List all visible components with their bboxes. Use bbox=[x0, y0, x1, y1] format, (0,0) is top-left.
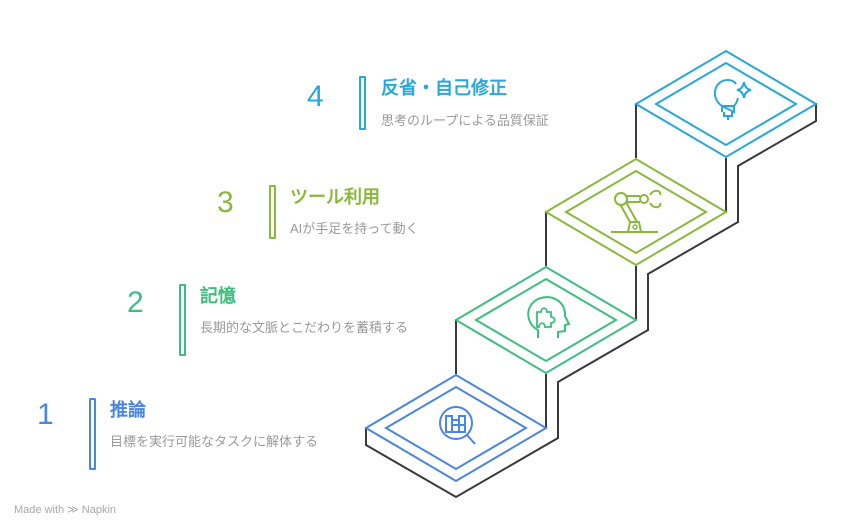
robot-arm-icon bbox=[611, 189, 662, 233]
stair-outline bbox=[365, 103, 817, 499]
magnifier-handle bbox=[466, 434, 476, 445]
step-bar bbox=[359, 76, 366, 130]
step-top-face bbox=[634, 49, 818, 159]
step-1-block bbox=[364, 373, 548, 483]
head-puzzle-icon bbox=[527, 296, 571, 338]
step-inner-face bbox=[384, 385, 528, 471]
step-top-face bbox=[454, 265, 638, 375]
magnifier-circle bbox=[439, 406, 473, 440]
step-inner-face bbox=[474, 277, 618, 363]
arm-upper bbox=[627, 195, 640, 203]
step-description: AIが手足を持って動く bbox=[290, 221, 419, 236]
puzzle-piece bbox=[536, 307, 556, 328]
arm-lower bbox=[619, 201, 638, 223]
arm-wrist bbox=[639, 194, 649, 204]
step-number: 2 bbox=[127, 286, 144, 319]
step-title: 推論 bbox=[110, 400, 146, 420]
step-bar bbox=[179, 284, 186, 356]
arm-base bbox=[627, 221, 642, 233]
arm-shoulder bbox=[614, 192, 628, 206]
step-2-block bbox=[454, 265, 638, 375]
step-4-block bbox=[634, 49, 818, 159]
footer: Made with ≫ Napkin bbox=[14, 503, 116, 516]
step-description: 思考のループによる品質保証 bbox=[381, 113, 549, 128]
step-title: ツール利用 bbox=[290, 187, 380, 207]
step-number: 1 bbox=[37, 398, 54, 431]
step-inner-face bbox=[654, 61, 798, 147]
footer-brand: Napkin bbox=[81, 504, 117, 516]
step-bar bbox=[89, 398, 96, 470]
step-top-face bbox=[544, 157, 728, 267]
document-search-icon bbox=[439, 406, 476, 445]
head-outline bbox=[527, 296, 571, 338]
step-bar bbox=[269, 185, 276, 239]
step-3-block bbox=[544, 157, 728, 267]
step-title: 反省・自己修正 bbox=[381, 78, 507, 98]
document-bars bbox=[445, 415, 466, 433]
step-inner-face bbox=[564, 169, 708, 255]
step-top-face bbox=[364, 373, 548, 483]
footer-text: Made with bbox=[14, 504, 65, 516]
lightbulb-sparkle-icon bbox=[713, 78, 752, 120]
arm-gripper bbox=[649, 189, 662, 209]
step-description: 長期的な文脈とこだわりを蓄積する bbox=[200, 320, 409, 335]
step-number: 4 bbox=[307, 80, 324, 113]
step-description: 目標を実行可能なタスクに解体する bbox=[110, 434, 319, 449]
step-number: 3 bbox=[217, 186, 234, 219]
sparkle bbox=[736, 81, 752, 99]
arm-joint bbox=[632, 224, 638, 230]
lightbulb bbox=[713, 78, 739, 120]
step-title: 記憶 bbox=[200, 286, 236, 306]
napkin-logo-icon: ≫ bbox=[67, 504, 79, 516]
